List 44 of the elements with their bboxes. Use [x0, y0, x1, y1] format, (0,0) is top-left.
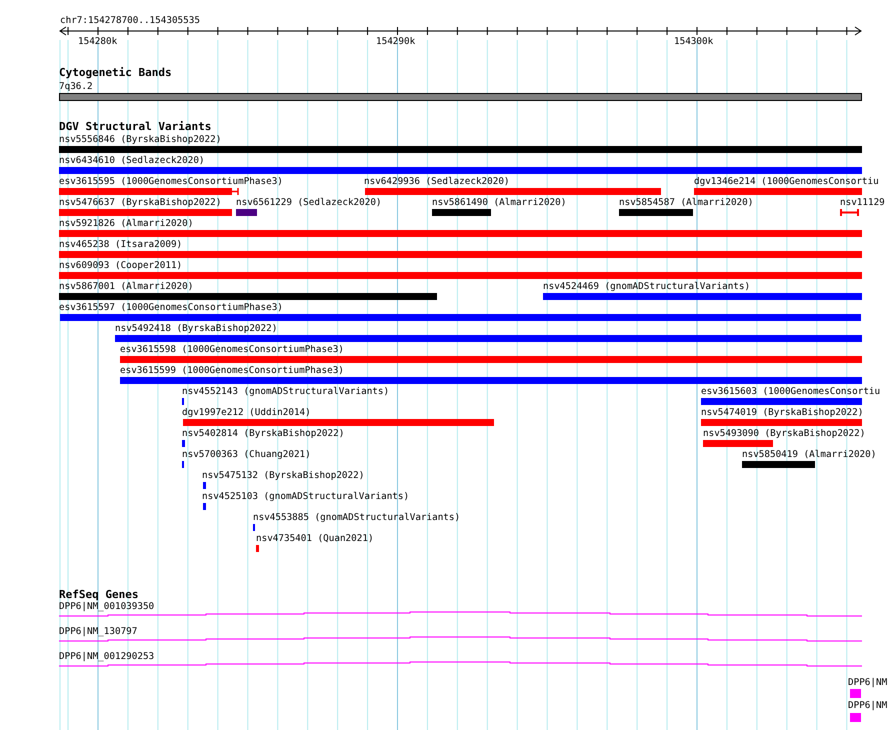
- feature-label: nsv5476637 (ByrskaBishop2022): [59, 197, 222, 208]
- feature-label: esv3615599 (1000GenomesConsortiumPhase3): [120, 365, 344, 376]
- feature-label: nsv4552143 (gnomADStructuralVariants): [182, 386, 390, 397]
- feature-label: nsv5402814 (ByrskaBishop2022): [182, 428, 344, 439]
- feature-label: nsv5492418 (ByrskaBishop2022): [115, 323, 278, 334]
- track-title: RefSeq Genes: [59, 589, 138, 600]
- feature-label: nsv6561229 (Sedlazeck2020): [236, 197, 382, 208]
- tick-label: 154290k: [376, 36, 416, 47]
- feature-label: nsv5861490 (Almarri2020): [432, 197, 566, 208]
- feature-label: nsv11129: [840, 197, 885, 208]
- feature-label: esv3615598 (1000GenomesConsortiumPhase3): [120, 344, 344, 355]
- feature-label: esv3615603 (1000GenomesConsortiu: [701, 386, 880, 397]
- gene-label: DPP6|NM_001290253: [59, 651, 154, 662]
- feature-label: nsv4735401 (Quan2021): [256, 533, 374, 544]
- feature-label: nsv5921826 (Almarri2020): [59, 218, 194, 229]
- feature-label: nsv5700363 (Chuang2021): [182, 449, 311, 460]
- tick-label: 154280k: [78, 36, 118, 47]
- gene-label: DPP6|NM_130797: [59, 626, 138, 637]
- feature-label: nsv5850419 (Almarri2020): [742, 449, 876, 460]
- feature-label: nsv5854587 (Almarri2020): [619, 197, 754, 208]
- feature-label: nsv465238 (Itsara2009): [59, 239, 182, 250]
- track-title: Cytogenetic Bands: [59, 67, 172, 78]
- feature-label: nsv4525103 (gnomADStructuralVariants): [202, 491, 410, 502]
- feature-label: nsv4553885 (gnomADStructuralVariants): [253, 512, 460, 523]
- gene-label: DPP6|NM: [848, 700, 888, 711]
- feature-label: nsv5867001 (Almarri2020): [59, 281, 194, 292]
- gene-label: DPP6|NM_001039350: [59, 601, 154, 612]
- feature-label: dgv1997e212 (Uddin2014): [182, 407, 311, 418]
- feature-label: esv3615597 (1000GenomesConsortiumPhase3): [59, 302, 283, 313]
- gene-label: DPP6|NM: [848, 677, 888, 688]
- coordinate-label: chr7:154278700..154305535: [60, 15, 200, 26]
- feature-label: nsv6429936 (Sedlazeck2020): [364, 176, 510, 187]
- feature-label: nsv5556846 (ByrskaBishop2022): [59, 134, 222, 145]
- track-title: DGV Structural Variants: [59, 121, 212, 132]
- feature-label: nsv6434610 (Sedlazeck2020): [59, 155, 205, 166]
- feature-label: esv3615595 (1000GenomesConsortiumPhase3): [59, 176, 283, 187]
- feature-label: dgv1346e214 (1000GenomesConsortiu: [694, 176, 879, 187]
- feature-label: nsv4524469 (gnomADStructuralVariants): [543, 281, 750, 292]
- band-label: 7q36.2: [59, 81, 93, 92]
- feature-label: nsv5474019 (ByrskaBishop2022): [701, 407, 864, 418]
- feature-label: nsv5475132 (ByrskaBishop2022): [202, 470, 364, 481]
- tick-label: 154300k: [674, 36, 714, 47]
- feature-label: nsv5493090 (ByrskaBishop2022): [703, 428, 866, 439]
- feature-label: nsv609093 (Cooper2011): [59, 260, 182, 271]
